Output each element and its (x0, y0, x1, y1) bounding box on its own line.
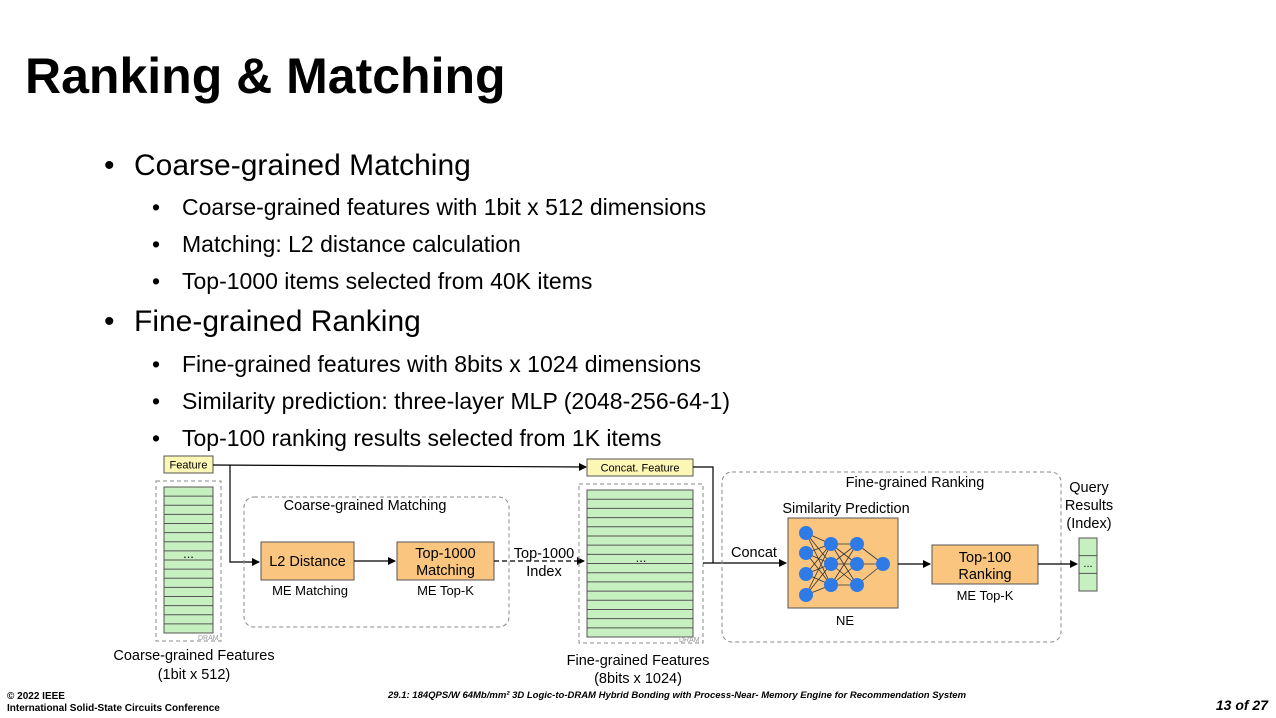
feature-to-concat-line (212, 462, 587, 471)
feature-stack-body (1078, 537, 1098, 592)
bullet-dot: • (152, 388, 161, 414)
top1000-matching-box (396, 541, 495, 581)
nn-connection (805, 543, 832, 596)
coarse-matching-title: Coarse-grained Matching (284, 498, 447, 514)
top1000-line1: Top-1000 (415, 546, 475, 562)
footer-copyright-line: © 2022 IEEE (7, 691, 65, 702)
neural-network-icon (799, 526, 890, 602)
ne-label: NE (836, 613, 854, 628)
feature-to-l2-line (229, 465, 260, 566)
me-matching-label: ME Matching (272, 583, 348, 598)
footer-page-number: 13 of 27 (1215, 697, 1268, 713)
l2-distance-label: L2 Distance (269, 554, 346, 570)
feature-box-label: Feature (170, 460, 208, 472)
nn-node (799, 526, 813, 540)
bullet-dot: • (152, 231, 161, 257)
bullet-dot: • (152, 194, 161, 220)
nn-node (850, 537, 864, 551)
nn-node (824, 537, 838, 551)
concat-label: Concat (731, 545, 777, 561)
footer-paper-title: 29.1: 184QPS/W 64Mb/mm² 3D Logic-to-DRAM… (388, 690, 967, 701)
index-label-line2: Index (526, 564, 562, 580)
sub-bullet-text: Top-1000 items selected from 40K items (182, 268, 593, 294)
top100-ranking-box (931, 544, 1039, 585)
concat-to-fine-line (693, 466, 714, 563)
top100-sub: ME Top-K (957, 588, 1014, 603)
nn-node (799, 546, 813, 560)
bullet-list: • Coarse-grained Matching • Coarse-grain… (104, 149, 730, 451)
similarity-title: Similarity Prediction (782, 501, 909, 517)
dram-tag: DRAM (198, 635, 219, 642)
query-label-line3: (Index) (1066, 516, 1111, 532)
coarse-matching-group (243, 496, 510, 628)
nn-node (824, 578, 838, 592)
dram-tag: DRAM (679, 637, 700, 644)
coarse-ellipsis: ... (183, 546, 194, 561)
coarse-features-dim: (1bit x 512) (158, 667, 231, 683)
bullet-dot: • (152, 351, 161, 377)
concat-feature-label: Concat. Feature (601, 463, 680, 475)
footer-conference-line: International Solid-State Circuits Confe… (7, 703, 220, 714)
sub-bullet-text: Coarse-grained features with 1bit x 512 … (182, 194, 707, 220)
sub-bullet-text: Similarity prediction: three-layer MLP (… (182, 388, 730, 414)
page-title: Ranking & Matching (25, 48, 506, 104)
results-ellipsis: ... (1083, 558, 1092, 570)
query-label-line1: Query (1069, 480, 1109, 496)
nn-node (850, 578, 864, 592)
coarse-feature-stack (163, 486, 214, 634)
nn-node (799, 567, 813, 581)
top1000-line2: Matching (416, 563, 475, 579)
fine-ranking-group (721, 471, 1062, 643)
nn-node (876, 557, 890, 571)
nn-node (799, 588, 813, 602)
feature-box (163, 455, 214, 474)
fine-features-label: Fine-grained Features (567, 653, 710, 669)
sub-bullet-text: Top-100 ranking results selected from 1K… (182, 425, 662, 451)
query-label-line2: Results (1065, 498, 1113, 514)
fine-features-dim: (8bits x 1024) (594, 671, 682, 687)
bullet-dot: • (104, 149, 115, 182)
sub-bullet-text: Fine-grained features with 8bits x 1024 … (182, 351, 702, 377)
bullet-dot: • (152, 425, 161, 451)
me-topk-label: ME Top-K (417, 583, 474, 598)
fine-ranking-title: Fine-grained Ranking (846, 475, 985, 491)
query-results-stack (1078, 537, 1098, 592)
fine-feature-stack (586, 489, 694, 638)
bullet-text: Coarse-grained Matching (134, 149, 471, 182)
fine-ellipsis: ... (636, 550, 647, 565)
nn-node (850, 557, 864, 571)
top100-line2: Ranking (958, 567, 1011, 583)
sub-bullet-text: Matching: L2 distance calculation (182, 231, 521, 257)
coarse-features-label: Coarse-grained Features (113, 648, 274, 664)
nn-connection (830, 543, 858, 586)
top100-line1: Top-100 (959, 550, 1011, 566)
index-label-line1: Top-1000 (514, 546, 574, 562)
bullet-dot: • (152, 268, 161, 294)
nn-node (824, 557, 838, 571)
footer-copyright: © 2022 IEEE International Solid-State Ci… (7, 691, 220, 715)
bullet-text: Fine-grained Ranking (134, 305, 421, 338)
bullet-dot: • (104, 305, 115, 338)
